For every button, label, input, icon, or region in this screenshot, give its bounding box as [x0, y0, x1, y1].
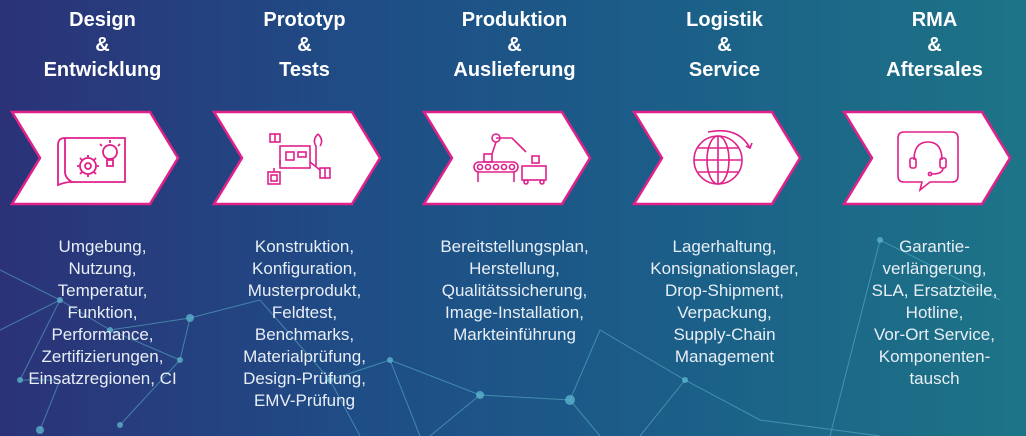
stage-prototype: Prototyp & Tests Konstruktion, Ko	[202, 0, 407, 436]
stage-description: Lagerhaltung, Konsignationslager, Drop-S…	[650, 237, 799, 366]
globe-icon	[693, 129, 753, 185]
design-icon	[57, 137, 126, 187]
stage-description: Garantie- verlängerung, SLA, Ersatzteile…	[871, 237, 998, 388]
assembly-line-icon	[473, 133, 547, 185]
stage-title: Produktion & Auslieferung	[453, 9, 576, 81]
circuit-board-icon	[267, 133, 331, 185]
chevron-arrow	[211, 110, 382, 206]
stage-description: Umgebung, Nutzung, Temperatur, Funktion,…	[28, 237, 177, 388]
chevron-arrow	[9, 110, 180, 206]
chevron-arrow	[421, 110, 592, 206]
chevron-arrow	[841, 110, 1012, 206]
stage-description: Bereitstellungsplan, Herstellung, Qualit…	[440, 237, 589, 344]
headset-icon	[897, 131, 959, 193]
stage-title: Prototyp & Tests	[263, 9, 346, 81]
stage-title: Logistik & Service	[686, 9, 763, 81]
stage-rma: RMA & Aftersales Garantie- verlängerung,…	[832, 0, 1026, 436]
stage-title: RMA & Aftersales	[886, 9, 983, 81]
stage-title: Design & Entwicklung	[43, 9, 162, 81]
stage-design: Design & Entwicklung Umgebung, Nutzung, …	[0, 0, 205, 436]
stage-production: Produktion & Auslieferung Bereitstellung…	[412, 0, 617, 436]
stage-logistics: Logistik & Service Lagerhaltung, Konsign…	[622, 0, 827, 436]
stage-description: Konstruktion, Konfiguration, Musterprodu…	[243, 237, 366, 410]
chevron-arrow	[631, 110, 802, 206]
